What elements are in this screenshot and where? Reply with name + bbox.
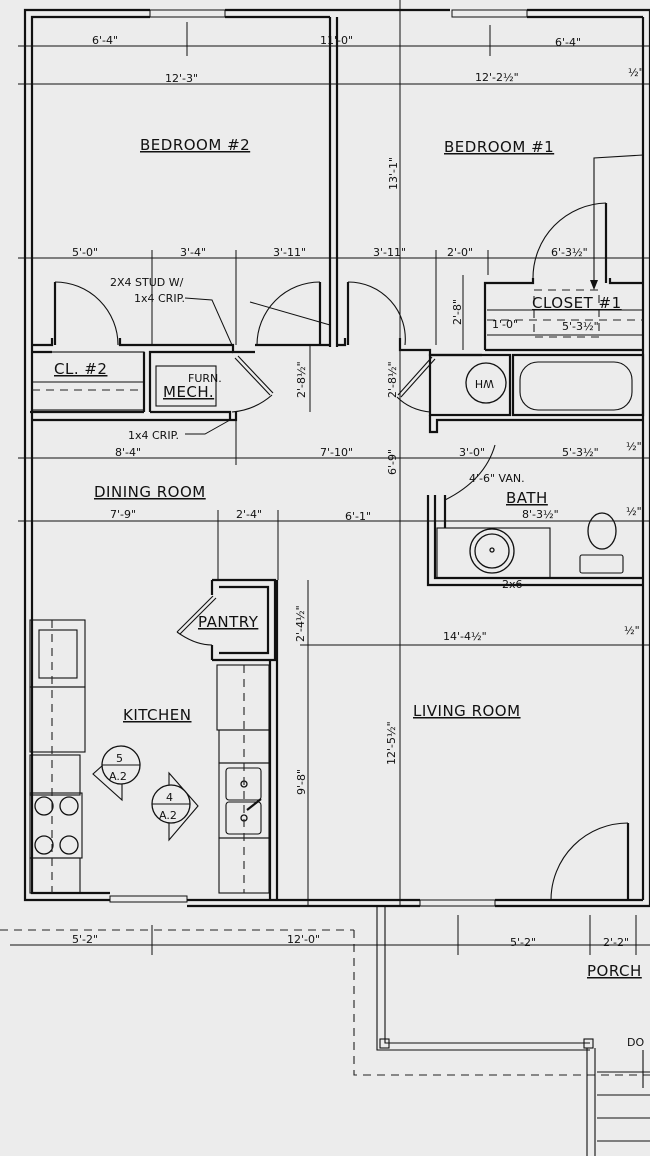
svg-text:5'-0": 5'-0" <box>72 246 98 259</box>
svg-text:5'-3½": 5'-3½" <box>562 446 599 459</box>
label-pantry: PANTRY <box>198 613 259 631</box>
svg-text:3'-0": 3'-0" <box>459 446 485 459</box>
fridge-inner <box>38 629 78 679</box>
svg-text:2'-4½": 2'-4½" <box>294 605 307 642</box>
toilet <box>587 512 617 550</box>
svg-text:5'-2": 5'-2" <box>72 933 98 946</box>
svg-text:½": ½" <box>626 440 642 453</box>
svg-text:1'-0": 1'-0" <box>492 318 518 331</box>
svg-text:3'-11": 3'-11" <box>373 246 406 259</box>
counter-right-1 <box>216 664 270 731</box>
svg-text:11'-0": 11'-0" <box>320 34 353 47</box>
svg-text:6'-4": 6'-4" <box>555 36 581 49</box>
svg-text:½": ½" <box>624 624 640 637</box>
svg-text:7'-9": 7'-9" <box>110 508 136 521</box>
svg-text:7'-10": 7'-10" <box>320 446 353 459</box>
label-bedroom1: BEDROOM #1 <box>444 138 554 156</box>
dimension-labels: 6'-4" 11'-0" 6'-4" 12'-3" 12'-2½" ½" 13'… <box>72 34 644 949</box>
label-mech: MECH. <box>163 383 214 401</box>
window-bedroom1 <box>451 9 528 18</box>
svg-text:2'-0": 2'-0" <box>447 246 473 259</box>
annotation-notes: 2X4 STUD W/ 1x4 CRIP. 1x4 CRIP. WH 4'-6"… <box>110 276 644 1049</box>
label-closet2: CL. #2 <box>54 360 107 378</box>
svg-text:2'-8½": 2'-8½" <box>295 361 308 398</box>
svg-text:6'-1": 6'-1" <box>345 510 371 523</box>
dimension-lines <box>10 0 650 955</box>
svg-text:5'-3½": 5'-3½" <box>562 320 599 333</box>
svg-text:1x4 CRIP.: 1x4 CRIP. <box>134 292 185 305</box>
svg-text:8'-3½": 8'-3½" <box>522 508 559 521</box>
svg-text:2'-4": 2'-4" <box>236 508 262 521</box>
svg-text:2x6: 2x6 <box>502 578 523 591</box>
svg-text:2'-8": 2'-8" <box>451 299 464 325</box>
wh-closet <box>428 353 512 417</box>
svg-text:4: 4 <box>166 791 173 804</box>
svg-text:6'-9": 6'-9" <box>386 449 399 475</box>
section-marker-5: 5 A.2 <box>92 745 141 802</box>
label-furn: FURN. <box>188 372 222 385</box>
svg-text:12'-3": 12'-3" <box>165 72 198 85</box>
water-heater <box>465 362 507 404</box>
svg-text:2X4 STUD W/: 2X4 STUD W/ <box>110 276 184 289</box>
counter-left-2 <box>29 754 81 796</box>
svg-text:DO: DO <box>627 1036 644 1049</box>
svg-text:5'-2": 5'-2" <box>510 936 536 949</box>
svg-text:6'-3½": 6'-3½" <box>551 246 588 259</box>
window-living <box>419 899 496 907</box>
svg-text:2'-8½": 2'-8½" <box>386 361 399 398</box>
label-living: LIVING ROOM <box>413 702 521 720</box>
furnace-unit <box>155 365 217 407</box>
svg-text:1x4 CRIP.: 1x4 CRIP. <box>128 429 179 442</box>
window-kitchen <box>109 895 188 903</box>
vanity <box>436 527 551 579</box>
svg-text:4'-6" VAN.: 4'-6" VAN. <box>469 472 525 485</box>
svg-text:3'-4": 3'-4" <box>180 246 206 259</box>
svg-text:13'-1": 13'-1" <box>387 157 400 190</box>
label-bath: BATH <box>506 489 548 507</box>
label-closet1: CLOSET #1 <box>532 294 622 312</box>
svg-text:12'-2½": 12'-2½" <box>475 71 519 84</box>
label-dining: DINING ROOM <box>94 483 206 501</box>
label-porch: PORCH <box>587 962 642 980</box>
counter-left-1 <box>29 686 86 753</box>
svg-text:6'-4": 6'-4" <box>92 34 118 47</box>
svg-text:2'-2": 2'-2" <box>603 936 629 949</box>
label-kitchen: KITCHEN <box>123 706 192 724</box>
counter-left-3 <box>29 857 81 894</box>
svg-text:14'-4½": 14'-4½" <box>443 630 487 643</box>
interior-walls <box>0 17 650 1156</box>
section-marker-4: 4 A.2 <box>151 771 199 842</box>
svg-text:12'-0": 12'-0" <box>287 933 320 946</box>
svg-text:12'-5½": 12'-5½" <box>385 721 398 765</box>
window-bedroom2 <box>149 9 226 18</box>
svg-text:A.2: A.2 <box>159 809 177 822</box>
svg-text:½": ½" <box>628 66 644 79</box>
bathtub-enclosure <box>511 353 645 417</box>
toilet-tank <box>579 554 624 574</box>
svg-text:5: 5 <box>116 752 123 765</box>
svg-text:A.2: A.2 <box>109 770 127 783</box>
svg-text:3'-11": 3'-11" <box>273 246 306 259</box>
water-heater-label: WH <box>475 377 494 390</box>
svg-text:9'-8": 9'-8" <box>295 769 308 795</box>
svg-text:½": ½" <box>626 505 642 518</box>
bathtub <box>519 361 633 411</box>
label-bedroom2: BEDROOM #2 <box>140 136 250 154</box>
counter-right-2 <box>218 729 270 764</box>
svg-text:8'-4": 8'-4" <box>115 446 141 459</box>
room-labels: BEDROOM #2 BEDROOM #1 CL. #2 CLOSET #1 F… <box>54 136 642 980</box>
